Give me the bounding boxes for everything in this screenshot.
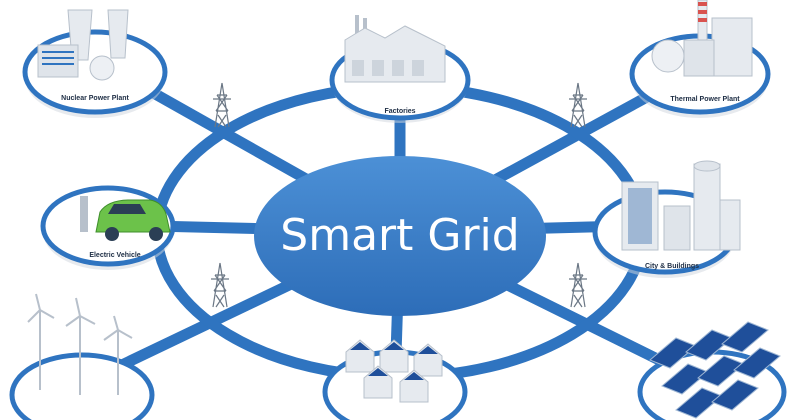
node-label-city: City & Buildings xyxy=(645,263,699,270)
node-thermal: Thermal Power Plant xyxy=(629,0,771,118)
wind-turbine-icon xyxy=(27,293,133,395)
node-label-factories: Factories xyxy=(384,108,415,115)
electric-car-icon xyxy=(80,196,171,241)
node-factories: Factories xyxy=(329,15,471,123)
nuclear-plant-icon xyxy=(37,9,129,81)
city-buildings-icon xyxy=(621,160,741,251)
node-solar xyxy=(637,321,787,420)
node-city: City & Buildings xyxy=(592,160,741,278)
thermal-plant-icon xyxy=(651,0,753,77)
node-nuclear: Nuclear Power Plant xyxy=(22,9,168,118)
node-wind xyxy=(9,293,155,420)
solar-panels-icon xyxy=(649,321,781,419)
node-homes xyxy=(322,339,468,420)
pylon-icon xyxy=(212,82,232,128)
pylon-icon xyxy=(210,262,230,308)
node-label-nuclear: Nuclear Power Plant xyxy=(61,95,129,102)
factory-icon xyxy=(344,15,446,83)
node-label-thermal: Thermal Power Plant xyxy=(670,96,740,103)
diagram-title: Smart Grid xyxy=(280,210,519,261)
node-ev: Electric Vehicle xyxy=(40,185,176,270)
solar-homes-icon xyxy=(345,339,443,403)
pylon-icon xyxy=(568,82,588,128)
pylon-icon xyxy=(568,262,588,308)
center-hub xyxy=(254,156,546,316)
node-label-ev: Electric Vehicle xyxy=(89,252,140,259)
